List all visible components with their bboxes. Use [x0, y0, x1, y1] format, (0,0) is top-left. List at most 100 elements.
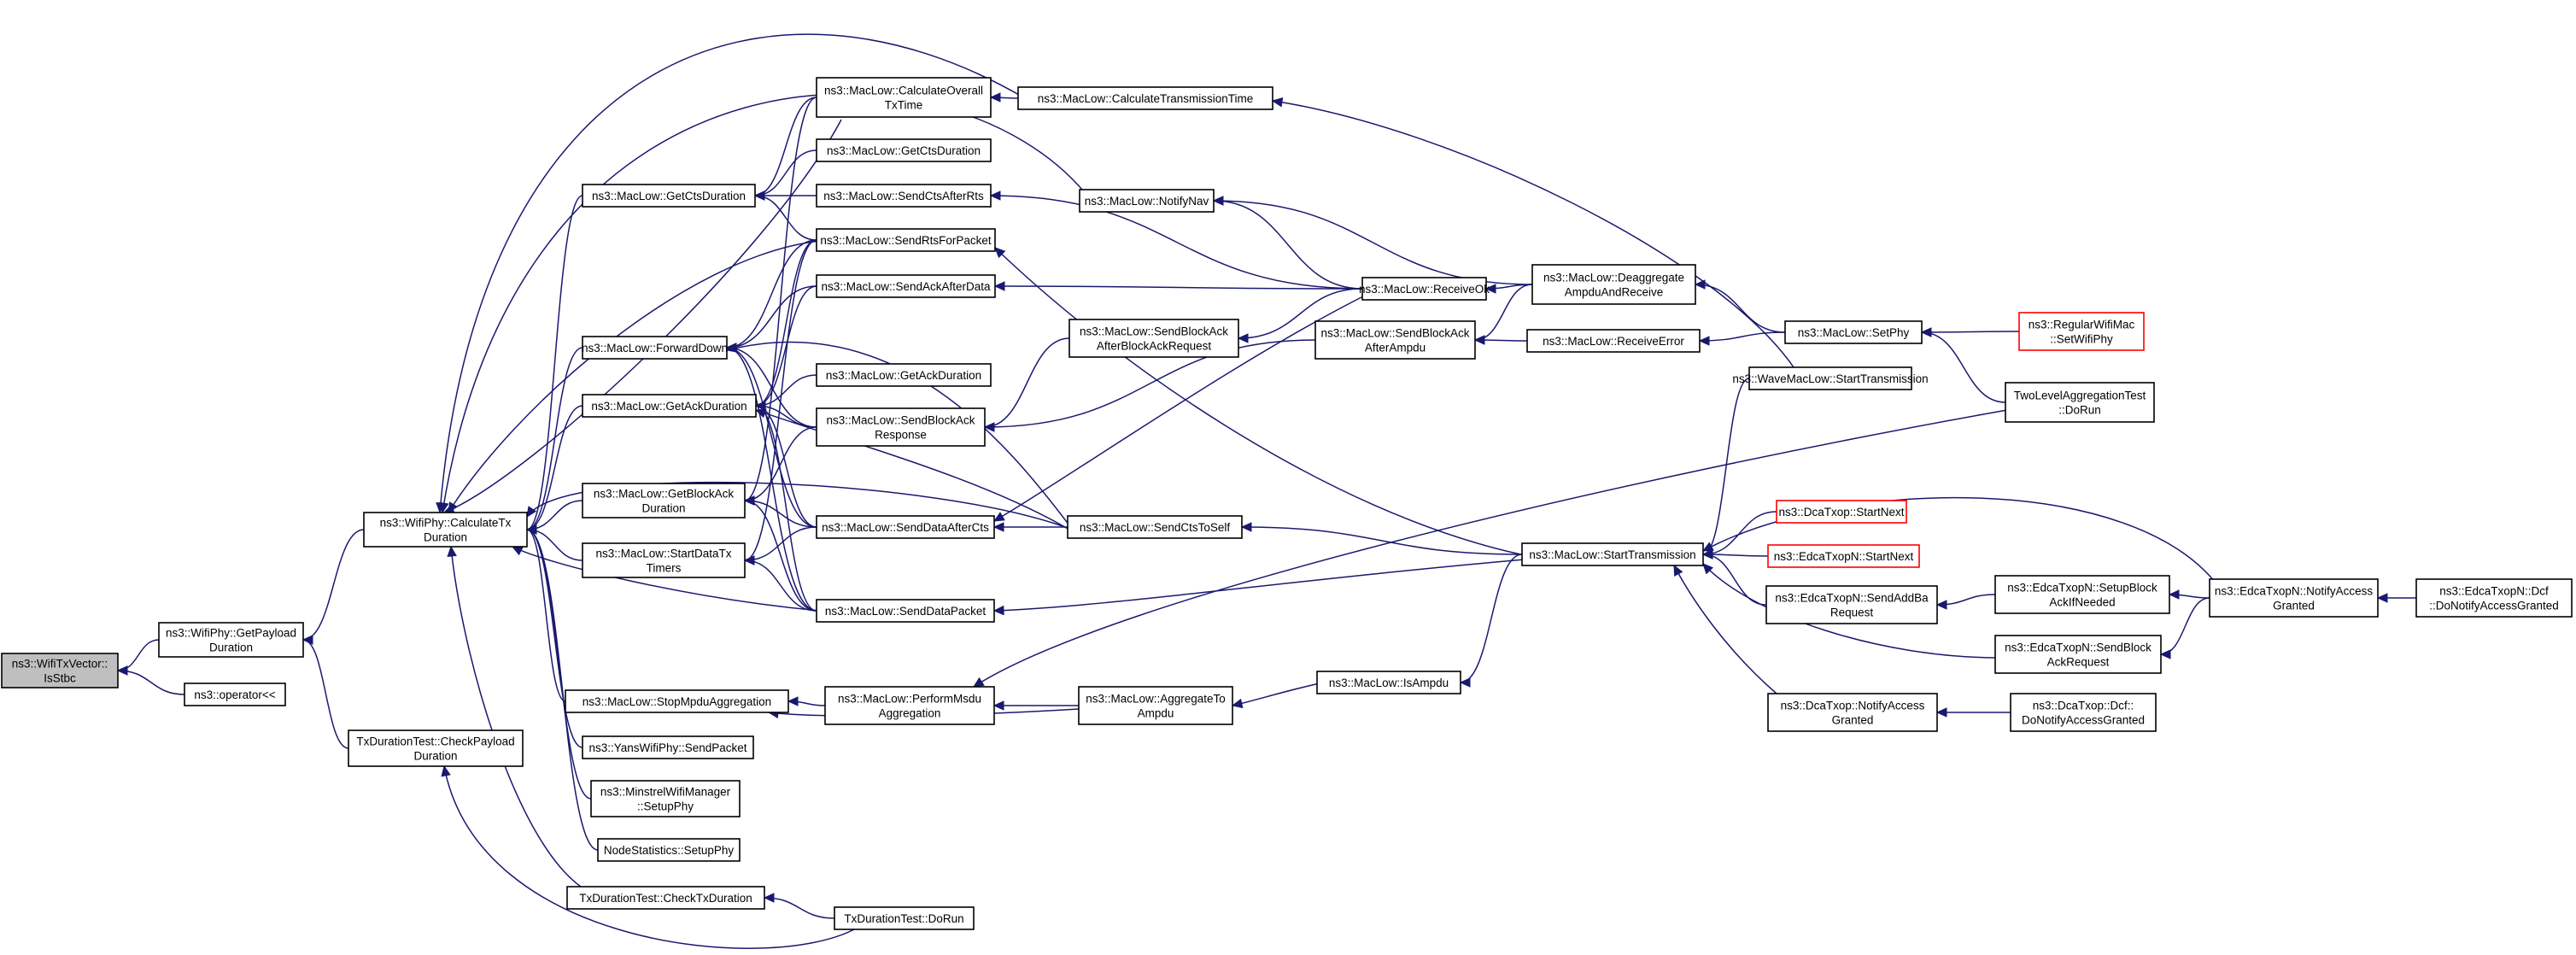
graph-node[interactable]: ns3::DcaTxop::StartNext	[1776, 500, 1907, 524]
node-box[interactable]	[816, 274, 996, 298]
graph-node[interactable]: ns3::MacLow::SendCtsAfterRts	[816, 184, 992, 208]
node-box[interactable]	[1314, 320, 1476, 360]
graph-node[interactable]: ns3::WifiTxVector::IsStbc	[1, 653, 119, 688]
graph-node[interactable]: ns3::MacLow::StopMpduAggregation	[565, 689, 789, 713]
graph-node[interactable]: NodeStatistics::SetupPhy	[597, 838, 741, 862]
graph-node[interactable]: ns3::EdcaTxopN::Dcf::DoNotifyAccessGrant…	[2415, 578, 2573, 618]
node-box[interactable]	[1526, 329, 1701, 353]
node-box[interactable]	[582, 483, 746, 519]
node-box[interactable]	[816, 363, 992, 387]
node-box[interactable]	[1994, 635, 2162, 674]
graph-node[interactable]: ns3::MacLow::StartTransmission	[1521, 542, 1704, 566]
node-box[interactable]	[1776, 500, 1907, 524]
graph-node[interactable]: TxDurationTest::CheckTxDuration	[566, 886, 765, 910]
graph-node[interactable]: TwoLevelAggregationTest::DoRun	[2005, 382, 2155, 423]
node-box[interactable]	[816, 599, 995, 623]
node-box[interactable]	[1067, 515, 1243, 539]
graph-node[interactable]: ns3::MinstrelWifiManager::SetupPhy	[590, 780, 741, 817]
graph-node[interactable]: ns3::MacLow::GetAckDuration	[582, 394, 757, 418]
node-box[interactable]	[1521, 542, 1704, 566]
graph-node[interactable]: ns3::MacLow::SetPhy	[1784, 320, 1923, 344]
graph-node[interactable]: ns3::MacLow::SendCtsToSelf	[1067, 515, 1243, 539]
node-box[interactable]	[1361, 277, 1487, 301]
node-box[interactable]	[1316, 671, 1461, 694]
node-box[interactable]	[816, 515, 995, 539]
node-box[interactable]	[834, 906, 975, 930]
graph-node[interactable]: ns3::MacLow::NotifyNav	[1079, 189, 1215, 213]
node-box[interactable]	[2005, 382, 2155, 423]
node-box[interactable]	[582, 394, 757, 418]
graph-node[interactable]: ns3::DcaTxop::Dcf::DoNotifyAccessGranted	[2010, 693, 2157, 732]
graph-node[interactable]: ns3::DcaTxop::NotifyAccessGranted	[1767, 693, 1938, 732]
node-box[interactable]	[582, 184, 756, 208]
node-box[interactable]	[1531, 264, 1696, 305]
node-box[interactable]	[2415, 578, 2573, 618]
node-box[interactable]	[816, 138, 992, 162]
node-box[interactable]	[816, 184, 992, 208]
graph-node[interactable]: ns3::YansWifiPhy::SendPacket	[582, 735, 754, 759]
node-box[interactable]	[816, 407, 986, 447]
graph-node[interactable]: ns3::MacLow::ForwardDown	[582, 336, 728, 360]
graph-node[interactable]: ns3::WaveMacLow::StartTransmission	[1732, 366, 1929, 390]
node-box[interactable]	[1767, 693, 1938, 732]
graph-node[interactable]: ns3::MacLow::SendBlockAckAfterBlockAckRe…	[1068, 319, 1239, 358]
node-box[interactable]	[2010, 693, 2157, 732]
node-box[interactable]	[158, 622, 304, 658]
graph-node[interactable]: ns3::MacLow::SendRtsForPacket	[816, 228, 996, 252]
node-box[interactable]	[582, 542, 746, 578]
graph-node[interactable]: TxDurationTest::DoRun	[834, 906, 975, 930]
graph-node[interactable]: ns3::operator<<	[184, 683, 286, 706]
node-box[interactable]	[1017, 86, 1273, 110]
node-box[interactable]	[590, 780, 741, 817]
node-box[interactable]	[2018, 312, 2145, 351]
node-box[interactable]	[1, 653, 119, 688]
node-box[interactable]	[348, 729, 524, 767]
node-box[interactable]	[582, 336, 728, 360]
graph-node[interactable]: ns3::MacLow::GetCtsDuration	[816, 138, 992, 162]
node-box[interactable]	[1767, 544, 1920, 568]
node-box[interactable]	[565, 689, 789, 713]
node-box[interactable]	[1068, 319, 1239, 358]
node-box[interactable]	[1748, 366, 1912, 390]
node-box[interactable]	[184, 683, 286, 706]
node-box[interactable]	[1078, 686, 1233, 725]
graph-node[interactable]: ns3::EdcaTxopN::StartNext	[1767, 544, 1920, 568]
graph-node[interactable]: ns3::RegularWifiMac::SetWifiPhy	[2018, 312, 2145, 351]
node-box[interactable]	[582, 735, 754, 759]
graph-node[interactable]: ns3::MacLow::SendDataPacket	[816, 599, 995, 623]
node-box[interactable]	[1765, 585, 1938, 624]
node-box[interactable]	[2209, 578, 2379, 618]
node-box[interactable]	[566, 886, 765, 910]
node-box[interactable]	[816, 228, 996, 252]
graph-node[interactable]: ns3::EdcaTxopN::NotifyAccessGranted	[2209, 578, 2379, 618]
graph-node[interactable]: ns3::MacLow::IsAmpdu	[1316, 671, 1461, 694]
graph-node[interactable]: ns3::MacLow::ReceiveOk	[1359, 277, 1490, 301]
node-box[interactable]	[597, 838, 741, 862]
graph-node[interactable]: ns3::MacLow::CalculateTransmissionTime	[1017, 86, 1273, 110]
node-box[interactable]	[824, 686, 995, 725]
graph-node[interactable]: ns3::MacLow::SendDataAfterCts	[816, 515, 995, 539]
node-box[interactable]	[1994, 575, 2170, 614]
graph-node[interactable]: ns3::MacLow::ReceiveError	[1526, 329, 1701, 353]
graph-node[interactable]: ns3::MacLow::GetAckDuration	[816, 363, 992, 387]
node-box[interactable]	[816, 77, 992, 118]
graph-node[interactable]: ns3::MacLow::GetCtsDuration	[582, 184, 756, 208]
node-box[interactable]	[1079, 189, 1215, 213]
node-box[interactable]	[1784, 320, 1923, 344]
node-box[interactable]	[363, 512, 528, 548]
graph-node[interactable]: ns3::MacLow::SendAckAfterData	[816, 274, 996, 298]
